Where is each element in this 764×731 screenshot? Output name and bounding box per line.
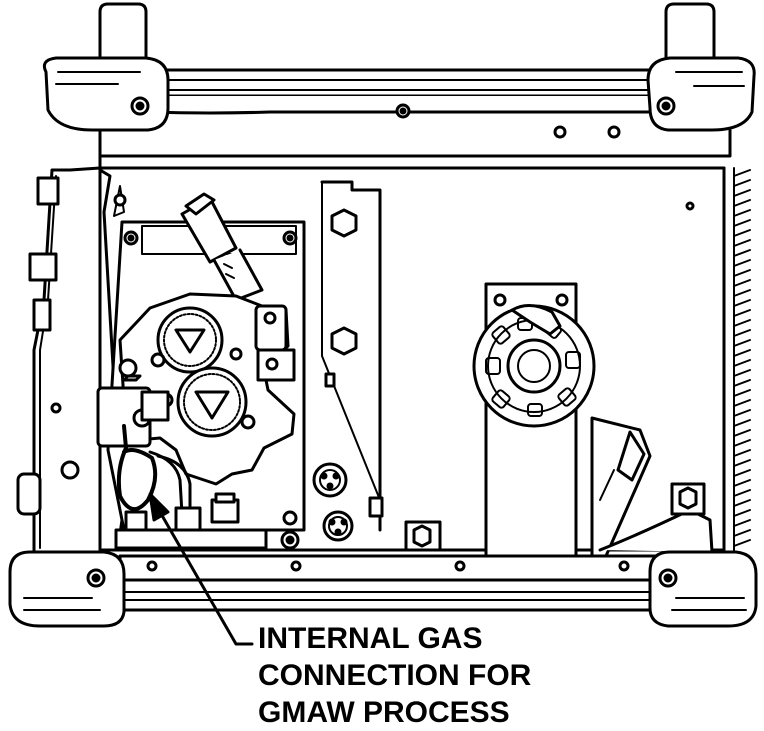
wire-connector-plug: [180, 192, 264, 302]
internal-gas-connection-hose: [116, 424, 192, 516]
top-right-corner-cap: [646, 56, 756, 132]
output-terminal: [404, 520, 442, 552]
callout-line-3: GMAW PROCESS: [258, 696, 510, 729]
inner-divider-panel: [98, 168, 384, 550]
spool-brake-bracket: [590, 201, 714, 558]
bottom-left-corner-cap: [8, 550, 126, 628]
callout-leader-arrow: [148, 492, 254, 646]
gas-solenoid-block: [96, 358, 170, 448]
callout-line-1: INTERNAL GAS: [258, 622, 483, 655]
front-control-panel: [16, 166, 102, 554]
internal-gas-connection-label: INTERNAL GAS CONNECTION FOR GMAW PROCESS: [258, 620, 531, 731]
left-handle-post: [98, 2, 148, 72]
top-rail: [148, 68, 672, 115]
bottom-right-corner-cap: [648, 550, 758, 628]
bottom-rail: [104, 554, 676, 612]
connector-receptacles: [280, 462, 354, 550]
gas-fittings: [114, 492, 268, 550]
cooling-fins: [733, 167, 751, 551]
right-handle-post: [664, 2, 716, 72]
spool-hub: [472, 304, 596, 428]
wire-drive-assembly: [118, 292, 296, 486]
top-left-corner-cap: [42, 56, 170, 132]
upper-frame: [98, 103, 732, 158]
callout-line-2: CONNECTION FOR: [258, 659, 532, 692]
